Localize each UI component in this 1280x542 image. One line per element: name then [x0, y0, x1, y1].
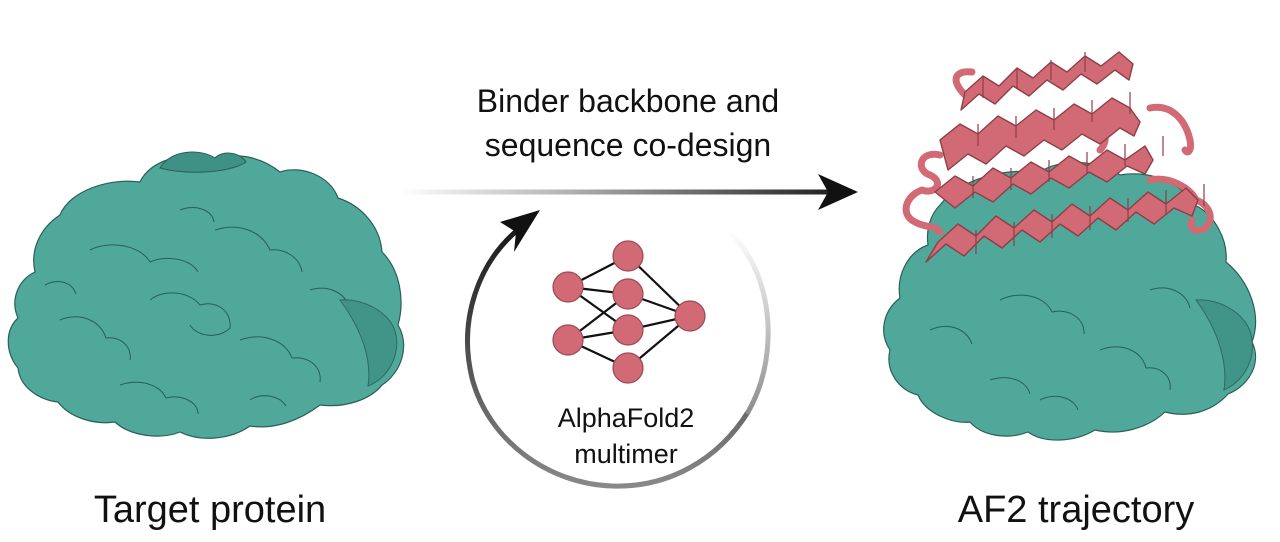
trajectory-protein-surface	[883, 162, 1257, 441]
network-node	[552, 324, 584, 356]
network-node	[552, 271, 584, 303]
circular-arrow-icon	[465, 210, 771, 489]
network-node	[612, 314, 644, 346]
binder-helices	[902, 51, 1214, 263]
neural-network-icon	[552, 240, 706, 384]
codesign-label-line1: Binder backbone and	[477, 83, 779, 119]
network-node	[674, 300, 706, 332]
trajectory-label: AF2 trajectory	[958, 489, 1195, 531]
codesign-arrow	[397, 174, 858, 210]
model-label-line1: AlphaFold2	[558, 403, 695, 433]
network-node	[612, 352, 644, 384]
helix-4	[925, 187, 1199, 263]
codesign-label-line2: sequence co-design	[485, 127, 771, 163]
helix-2	[939, 97, 1141, 171]
helix-1	[960, 51, 1134, 111]
network-node	[612, 240, 644, 272]
target-protein-label: Target protein	[94, 489, 326, 531]
target-protein-surface	[7, 151, 405, 439]
network-node	[612, 278, 644, 310]
model-label-line2: multimer	[574, 439, 678, 469]
